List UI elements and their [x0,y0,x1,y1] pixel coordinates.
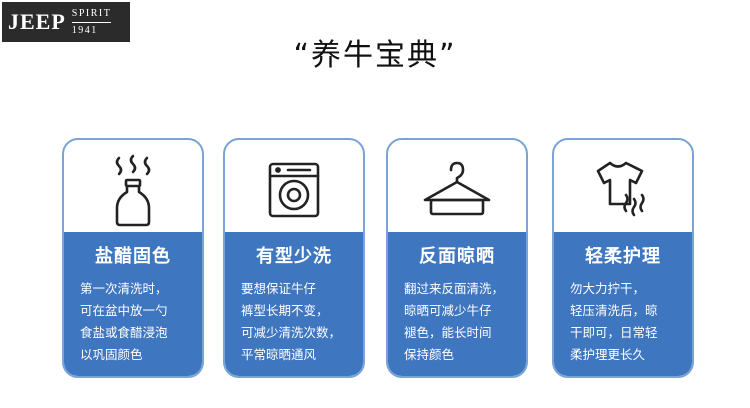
card-title: 反面晾晒 [419,246,495,267]
card-line: 第一次清洗时， [80,281,168,296]
card-line: 保持颜色 [404,347,455,362]
brand-logo: JEEP SPIRIT 1941 [2,2,130,42]
card-line: 平常晾晒通风 [241,347,317,362]
card-line: 以巩固颜色 [80,347,143,362]
brand-line2: 1941 [71,24,98,36]
card-body: 有型少洗 要想保证牛仔 裤型长期不变， 可减少清洗次数， 平常晾晒通风 [225,232,363,376]
card-body: 反面晾晒 翻过来反面清洗， 晾晒可减少牛仔 褪色，能长时间 保持颜色 [388,232,526,376]
card-body: 盐醋固色 第一次清洗时， 可在盆中放一勺 食盐或食醋浸泡 以巩固颜色 [64,232,202,376]
card-text: 勿大力拧干， 轻压清洗后，晾 干即可，日常轻 柔护理更长久 [570,278,692,366]
card-text: 第一次清洗时， 可在盆中放一勺 食盐或食醋浸泡 以巩固颜色 [80,278,202,366]
card-keep-shape: 有型少洗 要想保证牛仔 裤型长期不变， 可减少清洗次数， 平常晾晒通风 [223,138,365,378]
card-title: 有型少洗 [256,246,332,267]
bottle-icon [115,154,151,227]
brand-rule [71,21,112,23]
card-line: 勿大力拧干， [570,281,646,296]
tshirt-icon [596,161,645,217]
card-line: 柔护理更长久 [570,347,646,362]
washing-machine-icon [268,162,320,218]
card-dry-inside-out: 反面晾晒 翻过来反面清洗， 晾晒可减少牛仔 褪色，能长时间 保持颜色 [386,138,528,378]
care-cards: 盐醋固色 第一次清洗时， 可在盆中放一勺 食盐或食醋浸泡 以巩固颜色 有型少洗 [0,138,750,378]
card-text: 要想保证牛仔 裤型长期不变， 可减少清洗次数， 平常晾晒通风 [241,278,363,366]
card-line: 可在盆中放一勺 [80,303,168,318]
card-line: 裤型长期不变， [241,303,329,318]
page-title: “养牛宝典” [293,38,457,73]
card-line: 翻过来反面清洗， [404,281,505,296]
card-salt-vinegar: 盐醋固色 第一次清洗时， 可在盆中放一勺 食盐或食醋浸泡 以巩固颜色 [62,138,204,378]
card-text: 翻过来反面清洗， 晾晒可减少牛仔 褪色，能长时间 保持颜色 [404,278,526,366]
hanger-icon [423,161,491,216]
card-line: 褪色，能长时间 [404,325,492,340]
card-line: 干即可，日常轻 [570,325,658,340]
brand-tagline: SPIRIT 1941 [71,7,112,36]
brand-name: JEEP [8,9,66,34]
card-gentle-care: 轻柔护理 勿大力拧干， 轻压清洗后，晾 干即可，日常轻 柔护理更长久 [552,138,694,378]
card-line: 晾晒可减少牛仔 [404,303,492,318]
card-body: 轻柔护理 勿大力拧干， 轻压清洗后，晾 干即可，日常轻 柔护理更长久 [554,232,692,376]
card-title: 盐醋固色 [95,246,171,267]
card-line: 食盐或食醋浸泡 [80,325,168,340]
brand-line1: SPIRIT [71,7,112,19]
card-title: 轻柔护理 [585,246,661,267]
card-line: 轻压清洗后，晾 [570,303,658,318]
card-line: 可减少清洗次数， [241,325,342,340]
card-line: 要想保证牛仔 [241,281,317,296]
